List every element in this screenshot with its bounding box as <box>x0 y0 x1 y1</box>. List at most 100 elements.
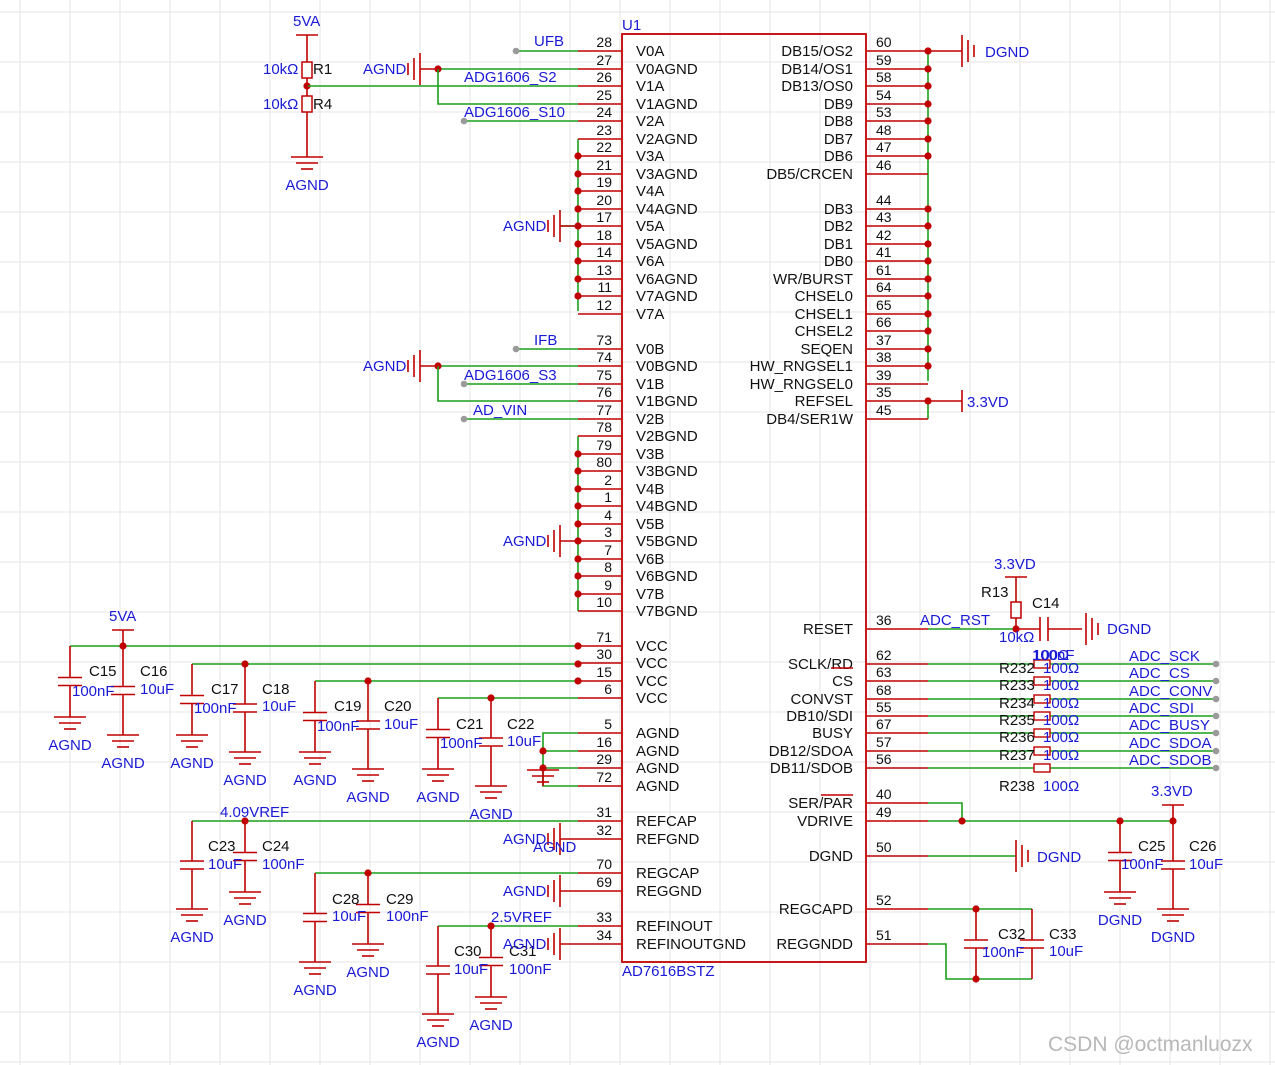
r4-value: 10kΩ <box>263 96 298 113</box>
agnd-c17: AGND <box>170 755 214 772</box>
pin-number: 68 <box>876 682 892 698</box>
pin-number: 44 <box>876 192 892 208</box>
series-value: 100Ω <box>1043 747 1079 764</box>
pin-name: REFSEL <box>795 393 853 410</box>
pin-number: 25 <box>596 87 612 103</box>
pin-name: V0AGND <box>636 61 698 78</box>
pin-number: 66 <box>876 314 892 330</box>
dgnd-label-reset: DGND <box>1107 621 1151 638</box>
pin-number: 14 <box>596 244 612 260</box>
agnd-label-top: AGND <box>363 61 407 78</box>
pin-number: 28 <box>596 34 612 50</box>
pin-name: V3B <box>636 446 664 463</box>
resistor-series <box>1033 676 1051 686</box>
pin-name: DB14/OS1 <box>781 61 853 78</box>
c28-value: 10uF <box>332 908 366 925</box>
c33-ref: C33 <box>1049 926 1077 943</box>
c20-value: 10uF <box>384 716 418 733</box>
c31-value: 100nF <box>509 961 552 978</box>
pin-name: VCC <box>636 655 668 672</box>
net-port-dot <box>512 47 520 55</box>
pin-number: 19 <box>596 174 612 190</box>
agnd-label-reggnd: AGND <box>503 883 547 900</box>
pin-number: 1 <box>604 489 612 505</box>
pin-name: DB3 <box>824 201 853 218</box>
pin-number: 49 <box>876 804 892 820</box>
pin-number: 43 <box>876 209 892 225</box>
pin-number: 51 <box>876 927 892 943</box>
pin-name: WR/BURST <box>773 271 853 288</box>
agnd-label-refinoutgnd: AGND <box>503 936 547 953</box>
vd33-label-vdrive: 3.3VD <box>1151 783 1193 800</box>
c18-value: 10uF <box>262 698 296 715</box>
net-port-dot <box>460 380 468 388</box>
agnd-c31: AGND <box>469 1017 513 1034</box>
pin-number: 46 <box>876 157 892 173</box>
pin-name: V6B <box>636 551 664 568</box>
agnd-label-divider: AGND <box>285 177 329 194</box>
pin-number: 26 <box>596 69 612 85</box>
labels: U1AD7616BSTZUFBADG1606_S2ADG1606_S10AGND… <box>48 13 1223 1051</box>
agnd-c20: AGND <box>346 789 390 806</box>
pin-number: 16 <box>596 734 612 750</box>
c26-ref: C26 <box>1189 838 1217 855</box>
agnd-label-vb-top: AGND <box>363 358 407 375</box>
pin-number: 7 <box>604 542 612 558</box>
c15-ref: C15 <box>89 663 117 680</box>
pin-name: DB13/OS0 <box>781 78 853 95</box>
pin-number: 2 <box>604 472 612 488</box>
pin-name: V5AGND <box>636 236 698 253</box>
agnd-c28: AGND <box>293 982 337 999</box>
power-label-5va: 5VA <box>293 13 320 30</box>
pin-name: RESET <box>803 621 853 638</box>
c30-ref: C30 <box>454 943 482 960</box>
dgnd-c25: DGND <box>1098 912 1142 929</box>
r13-ref: R13 <box>981 584 1009 601</box>
pin-number: 9 <box>604 577 612 593</box>
net-label-output: ADC_SCK <box>1129 648 1200 665</box>
chip-pins: 28V0A27V0AGND26V1A25V1AGND24V2A23V2AGND2… <box>578 34 928 953</box>
pin-name: DB9 <box>824 96 853 113</box>
resistor-series <box>1033 728 1051 738</box>
pin-name: DB7 <box>824 131 853 148</box>
pin-number: 58 <box>876 69 892 85</box>
series-value: 100Ω <box>1043 729 1079 746</box>
watermark: CSDN @octmanluozx <box>1048 1033 1253 1056</box>
pin-name: REGGND <box>636 883 702 900</box>
series-value: 100Ω <box>1043 695 1079 712</box>
junction-dot <box>574 660 582 668</box>
pin-number: 12 <box>596 297 612 313</box>
agnd-c15: AGND <box>48 737 92 754</box>
pin-number: 38 <box>876 349 892 365</box>
c32-value: 100nF <box>982 944 1025 961</box>
pin-name: V1A <box>636 78 664 95</box>
pin-number: 3 <box>604 524 612 540</box>
pin-number: 64 <box>876 279 892 295</box>
c17-ref: C17 <box>211 681 239 698</box>
pin-name: DB10/SDI <box>786 708 853 725</box>
pin-name: SEQEN <box>800 341 853 358</box>
pin-name: CHSEL1 <box>795 306 853 323</box>
agnd-c22: AGND <box>469 806 513 823</box>
series-value: 100Ω <box>1043 660 1079 677</box>
pin-name: CONVST <box>790 691 853 708</box>
pin-number: 27 <box>596 52 612 68</box>
net-label-output: ADC_SDOA <box>1129 735 1212 752</box>
pin-name: DB15/OS2 <box>781 43 853 60</box>
wires <box>70 47 1220 983</box>
series-ref: R234 <box>999 695 1035 712</box>
pin-name: V0BGND <box>636 358 698 375</box>
pin-number: 79 <box>596 437 612 453</box>
pin-number: 75 <box>596 367 612 383</box>
pin-name: DB8 <box>824 113 853 130</box>
pin-number: 71 <box>596 629 612 645</box>
pin-number: 8 <box>604 559 612 575</box>
net-port-dot <box>512 345 520 353</box>
pin-number: 32 <box>596 822 612 838</box>
net-label-409vref: 4.09VREF <box>220 804 289 821</box>
pin-number: 18 <box>596 227 612 243</box>
agnd-c24: AGND <box>223 912 267 929</box>
pin-number: 39 <box>876 367 892 383</box>
c31-ref: C31 <box>509 943 537 960</box>
pin-name: CHSEL2 <box>795 323 853 340</box>
